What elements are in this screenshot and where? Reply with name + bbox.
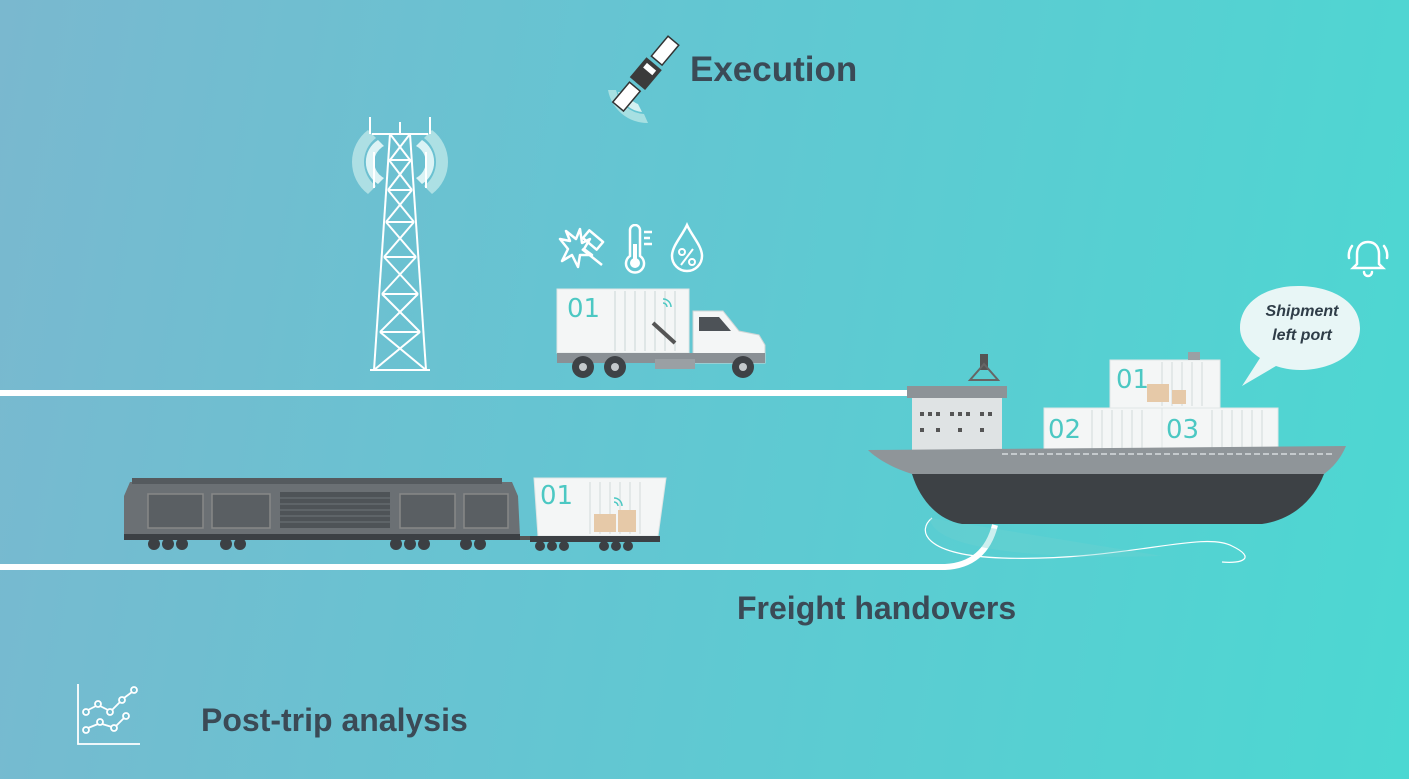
ship-container-number-top: 01: [1116, 365, 1149, 395]
truck: 01: [556, 288, 766, 378]
ship: 01 02 03: [868, 352, 1346, 563]
shock-icon: [558, 227, 605, 269]
satellite-icon: [608, 35, 680, 124]
thermometer-icon: [624, 224, 652, 274]
train: 01: [124, 477, 667, 551]
bubble-line-2: left port: [1272, 327, 1332, 344]
heading-post-trip-analysis: Post-trip analysis: [201, 702, 468, 738]
bubble-line-1: Shipment: [1265, 303, 1339, 320]
ship-container-number-right: 03: [1166, 415, 1199, 445]
ship-container-number-left: 02: [1048, 415, 1081, 445]
speech-bubble-shape: [1240, 286, 1360, 386]
truck-container-number: 01: [567, 294, 600, 324]
heading-execution: Execution: [690, 50, 858, 89]
cell-tower-icon: [352, 117, 448, 371]
chart-line-icon: [77, 684, 140, 745]
bell-icon: [1347, 240, 1389, 278]
train-container-number: 01: [540, 481, 573, 511]
speech-bubble: Shipment left port: [1246, 300, 1358, 348]
humidity-icon: [670, 222, 704, 273]
heading-freight-handovers: Freight handovers: [737, 590, 1017, 626]
